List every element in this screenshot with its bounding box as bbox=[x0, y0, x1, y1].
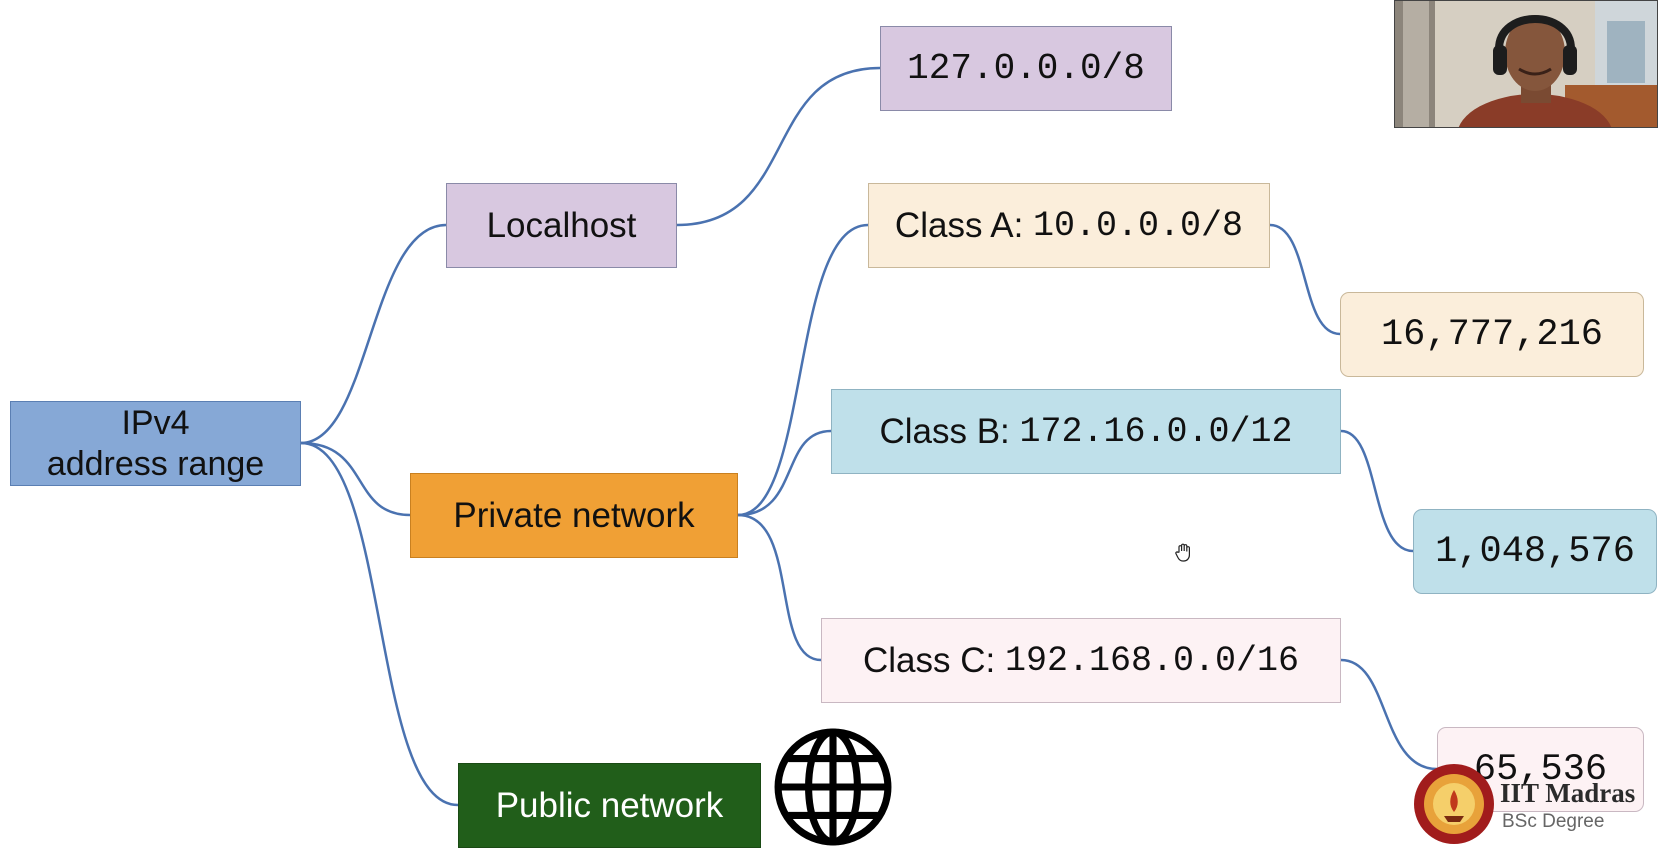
root-line2: address range bbox=[46, 444, 265, 483]
localhost-node: Localhost bbox=[446, 183, 677, 268]
hand-cursor-icon bbox=[1175, 543, 1190, 562]
private-network-node: Private network bbox=[410, 473, 738, 558]
loopback-node: 127.0.0.0/8 bbox=[880, 26, 1172, 111]
public-network-label: Public network bbox=[495, 785, 724, 825]
brand-subtitle: BSc Degree bbox=[1502, 811, 1605, 832]
class-c-node: Class C: 192.168.0.0/16 bbox=[821, 618, 1341, 703]
presenter-webcam bbox=[1394, 0, 1658, 128]
root-line1: IPv4 bbox=[121, 403, 190, 442]
class-c-cidr: 192.168.0.0/16 bbox=[1004, 640, 1300, 681]
private-network-label: Private network bbox=[453, 495, 695, 535]
class-c-count: 65,536 bbox=[1473, 748, 1608, 791]
class-b-count-node: 1,048,576 bbox=[1413, 509, 1657, 594]
connector-root-private bbox=[300, 441, 411, 517]
connector-class-c-count bbox=[1340, 658, 1438, 771]
class-b-node: Class B: 172.16.0.0/12 bbox=[831, 389, 1341, 474]
localhost-label: Localhost bbox=[486, 205, 637, 245]
connector-private-class-b bbox=[737, 429, 832, 517]
connector-class-a-count bbox=[1269, 223, 1341, 336]
connector-root-localhost bbox=[300, 223, 447, 445]
globe-icon bbox=[774, 728, 892, 846]
class-a-cidr: 10.0.0.0/8 bbox=[1033, 205, 1244, 246]
iit-madras-seal bbox=[1414, 764, 1494, 844]
root-node: IPv4 address range bbox=[10, 401, 301, 486]
connector-class-b-count bbox=[1340, 429, 1414, 553]
iit-madras-branding: IIT Madras BSc Degree bbox=[1410, 758, 1658, 848]
class-a-node: Class A: 10.0.0.0/8 bbox=[868, 183, 1270, 268]
class-b-prefix: Class B: bbox=[879, 411, 1020, 451]
class-a-prefix: Class A: bbox=[894, 205, 1034, 245]
public-network-node: Public network bbox=[458, 763, 761, 848]
class-c-count-node: 65,536 bbox=[1437, 727, 1644, 812]
connector-private-class-c bbox=[737, 513, 822, 662]
class-a-count: 16,777,216 bbox=[1380, 313, 1604, 356]
class-b-cidr: 172.16.0.0/12 bbox=[1019, 411, 1293, 452]
class-c-prefix: Class C: bbox=[862, 640, 1005, 680]
brand-name: IIT Madras bbox=[1500, 778, 1636, 808]
connector-private-class-a bbox=[737, 223, 869, 517]
class-b-count: 1,048,576 bbox=[1435, 530, 1635, 573]
connector-root-public bbox=[300, 441, 459, 807]
presenter-video-frame bbox=[1395, 1, 1657, 127]
class-a-count-node: 16,777,216 bbox=[1340, 292, 1644, 377]
loopback-cidr: 127.0.0.0/8 bbox=[907, 48, 1145, 89]
connector-localhost-loopback bbox=[676, 66, 881, 227]
